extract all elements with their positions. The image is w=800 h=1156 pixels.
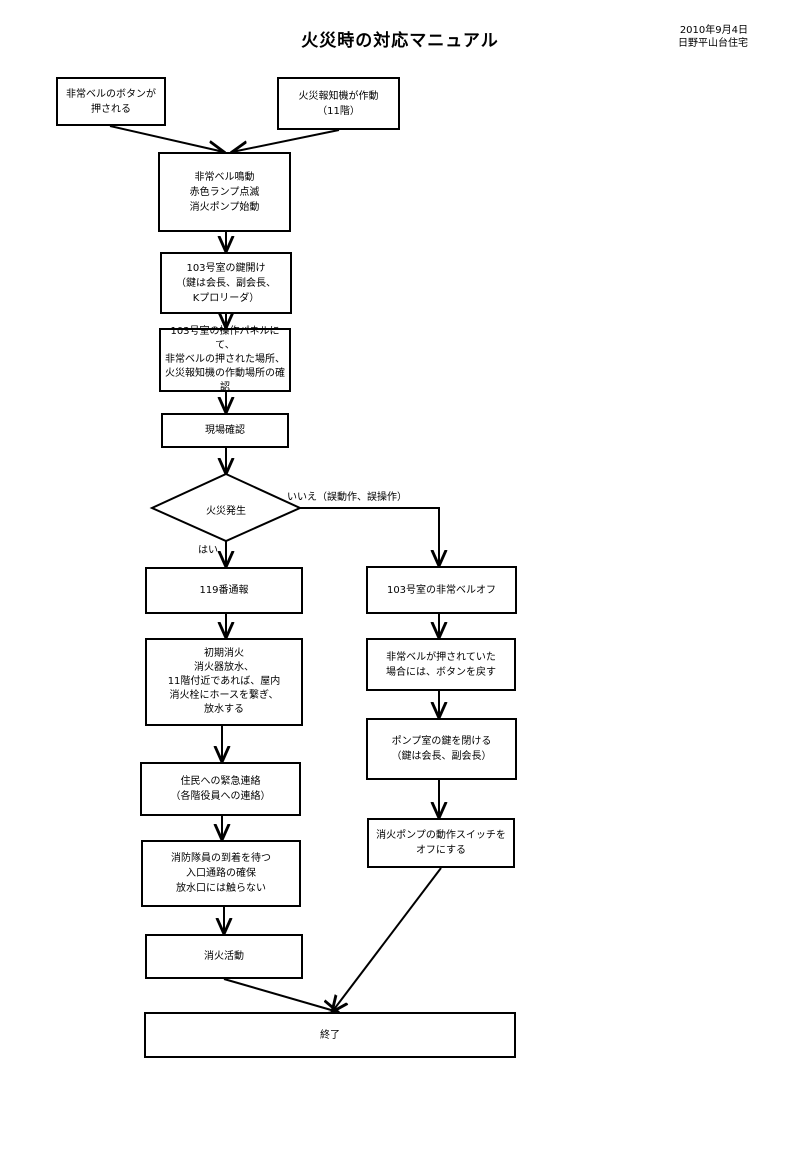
- box-call-119: 119番通報: [145, 567, 303, 614]
- header-meta: 2010年9月4日 日野平山台住宅: [678, 24, 748, 50]
- connector-button-to-bell: [109, 125, 224, 152]
- box-pump-switch-off: 消火ポンプの動作スイッチを オフにする: [367, 818, 515, 868]
- decision-diamond: [149, 472, 303, 543]
- box-unlock-103: 103号室の鍵開け （鍵は会長、副会長、 Kプロリーダ）: [160, 252, 292, 314]
- box-check-panel: 103号室の操作パネルにて、 非常ベルの押された場所、 火災報知機の作動場所の確…: [159, 326, 291, 393]
- box-site-check: 現場確認: [161, 413, 289, 448]
- organization-label: 日野平山台住宅: [678, 38, 748, 49]
- box-bell-off-103: 103号室の非常ベルオフ: [366, 566, 517, 614]
- box-emergency-bell-button: 非常ベルのボタンが 押される: [56, 77, 166, 126]
- connector-firefighting-to-end: [223, 978, 338, 1012]
- connector-switch-to-end: [332, 867, 442, 1012]
- box-close-pump-room: ポンプ室の鍵を閉ける （鍵は会長、副会長）: [366, 718, 517, 780]
- box-bell-ring: 非常ベル鳴動 赤色ランプ点滅 消火ポンプ始動: [158, 152, 291, 232]
- box-end: 終了: [144, 1012, 516, 1058]
- box-initial-firefight: 初期消火 消火器放水、 11階付近であれば、屋内 消火栓にホースを繋ぎ、 放水す…: [145, 638, 303, 726]
- box-resident-contact: 住民への緊急連絡 （各階役員への連絡）: [140, 762, 301, 816]
- decision-no-label: いいえ（誤動作、誤操作）: [287, 492, 407, 503]
- date-label: 2010年9月4日: [679, 25, 748, 36]
- decision-label: 火災発生: [206, 506, 246, 517]
- box-firefighting: 消火活動: [145, 934, 303, 979]
- page-title: 火災時の対応マニュアル: [301, 31, 499, 51]
- box-fire-alarm-activated: 火災報知機が作動 （11階）: [277, 77, 400, 130]
- box-reset-button: 非常ベルが押されていた 場合には、ボタンを戻す: [366, 638, 516, 691]
- box-await-firefighters: 消防隊員の到着を待つ 入口通路の確保 放水口には触らない: [141, 840, 301, 907]
- connector-alarm-to-bell: [232, 129, 340, 152]
- connector-decision-no: [300, 507, 439, 566]
- decision-yes-label: はい: [198, 545, 218, 556]
